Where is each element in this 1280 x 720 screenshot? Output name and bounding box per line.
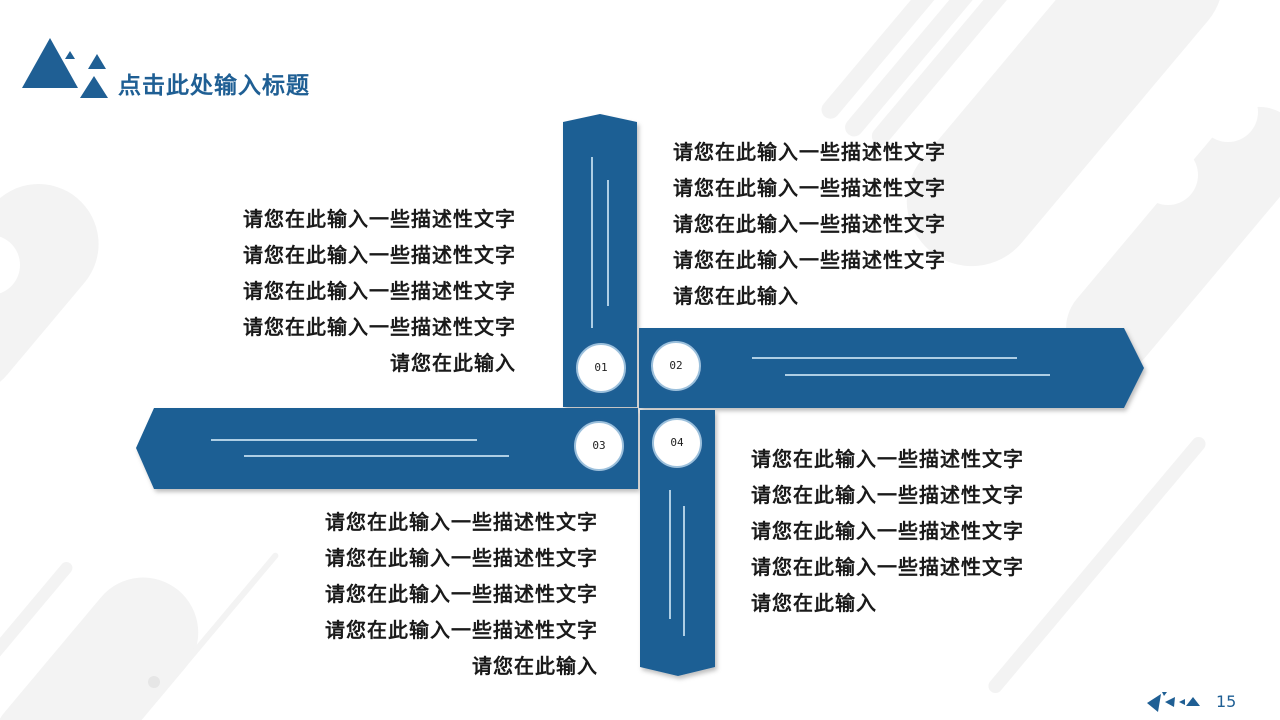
bar-02: [639, 328, 1144, 408]
text-block-top-left[interactable]: 请您在此输入一些描述性文字 请您在此输入一些描述性文字 请您在此输入一些描述性文…: [200, 201, 516, 381]
page-title[interactable]: 点击此处输入标题: [118, 73, 310, 99]
text-line: 请您在此输入一些描述性文字: [243, 315, 516, 339]
text-line: 请您在此输入一些描述性文字: [751, 447, 1024, 471]
text-line: 请您在此输入: [472, 654, 598, 678]
text-line: 请您在此输入一些描述性文字: [243, 207, 516, 231]
badge-04: 04: [652, 418, 702, 468]
text-line: 请您在此输入: [751, 591, 877, 615]
footer-triangles-icon: [1147, 692, 1200, 712]
text-line: 请您在此输入: [390, 351, 516, 375]
page-number: 15: [1216, 692, 1237, 711]
bar-04: [640, 410, 715, 676]
text-line: 请您在此输入一些描述性文字: [325, 618, 598, 642]
text-line: 请您在此输入一些描述性文字: [325, 546, 598, 570]
bar-03: [136, 408, 638, 489]
text-block-bottom-right[interactable]: 请您在此输入一些描述性文字 请您在此输入一些描述性文字 请您在此输入一些描述性文…: [751, 441, 1024, 621]
badge-02: 02: [651, 341, 701, 391]
badge-03: 03: [574, 421, 624, 471]
text-line: 请您在此输入一些描述性文字: [751, 555, 1024, 579]
text-block-top-right[interactable]: 请您在此输入一些描述性文字 请您在此输入一些描述性文字 请您在此输入一些描述性文…: [673, 134, 946, 314]
text-line: 请您在此输入一些描述性文字: [673, 176, 946, 200]
text-line: 请您在此输入一些描述性文字: [673, 248, 946, 272]
text-line: 请您在此输入一些描述性文字: [673, 212, 946, 236]
text-block-bottom-left[interactable]: 请您在此输入一些描述性文字 请您在此输入一些描述性文字 请您在此输入一些描述性文…: [280, 504, 598, 684]
text-line: 请您在此输入一些描述性文字: [325, 582, 598, 606]
text-line: 请您在此输入一些描述性文字: [751, 483, 1024, 507]
text-line: 请您在此输入一些描述性文字: [243, 243, 516, 267]
text-line: 请您在此输入一些描述性文字: [673, 140, 946, 164]
text-line: 请您在此输入一些描述性文字: [325, 510, 598, 534]
text-line: 请您在此输入一些描述性文字: [243, 279, 516, 303]
logo-triangles-icon: [22, 38, 108, 98]
text-line: 请您在此输入: [673, 284, 799, 308]
badge-01: 01: [576, 343, 626, 393]
bar-01: [563, 114, 637, 407]
text-line: 请您在此输入一些描述性文字: [751, 519, 1024, 543]
